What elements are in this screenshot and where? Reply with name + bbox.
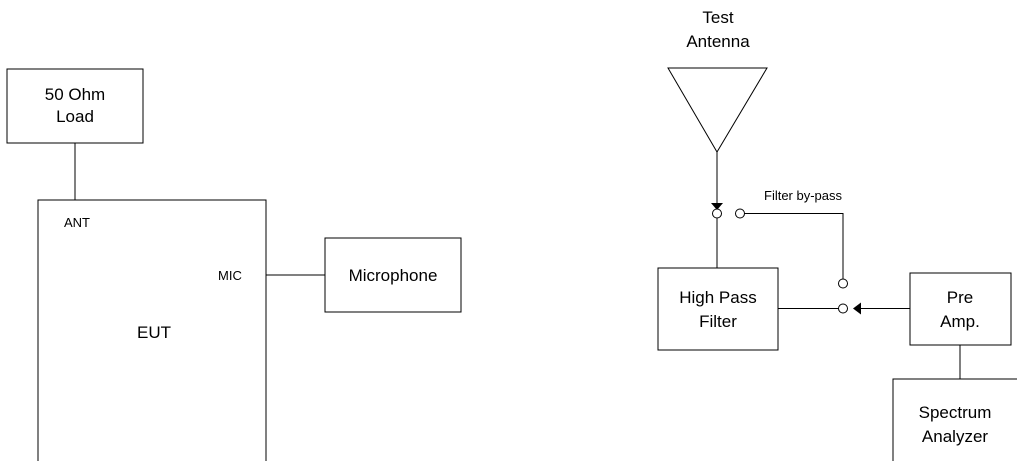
bypass-wire (744, 213, 844, 279)
eut-ant-port-label: ANT (64, 215, 90, 230)
eut-mic-port-label: MIC (218, 268, 242, 283)
analyzer-label-line1: Spectrum (919, 403, 992, 422)
preamp-label-line1: Pre (947, 288, 973, 307)
pre-amp-block: Pre Amp. (909, 272, 1012, 346)
preamp-arrow-icon (853, 302, 861, 315)
switch-node-hpf-input (712, 208, 722, 219)
test-antenna: Test Antenna (667, 8, 768, 153)
eut-block: ANT MIC EUT (37, 199, 267, 461)
eut-label: EUT (137, 323, 171, 342)
high-pass-filter-block: High Pass Filter (657, 267, 779, 351)
filter-bypass-label: Filter by-pass (764, 188, 843, 203)
microphone-block: Microphone (324, 237, 462, 313)
microphone-label: Microphone (349, 266, 438, 285)
switch-node-hpf-output (838, 303, 848, 314)
antenna-arrow-icon (711, 203, 723, 210)
spectrum-analyzer-block: Spectrum Analyzer (892, 378, 1017, 461)
load-block: 50 Ohm Load (6, 68, 144, 144)
hpf-label-line1: High Pass (679, 288, 756, 307)
antenna-icon (667, 67, 768, 153)
analyzer-label-line2: Analyzer (922, 427, 988, 446)
hpf-label-line2: Filter (699, 312, 737, 331)
load-label-line1: 50 Ohm (45, 85, 105, 104)
switch-node-bypass-output (838, 278, 848, 289)
antenna-label-line1: Test (702, 8, 733, 27)
switch-node-bypass-input (735, 208, 745, 219)
preamp-label-line2: Amp. (940, 312, 980, 331)
load-label-line2: Load (56, 107, 94, 126)
antenna-label-line2: Antenna (686, 32, 750, 51)
